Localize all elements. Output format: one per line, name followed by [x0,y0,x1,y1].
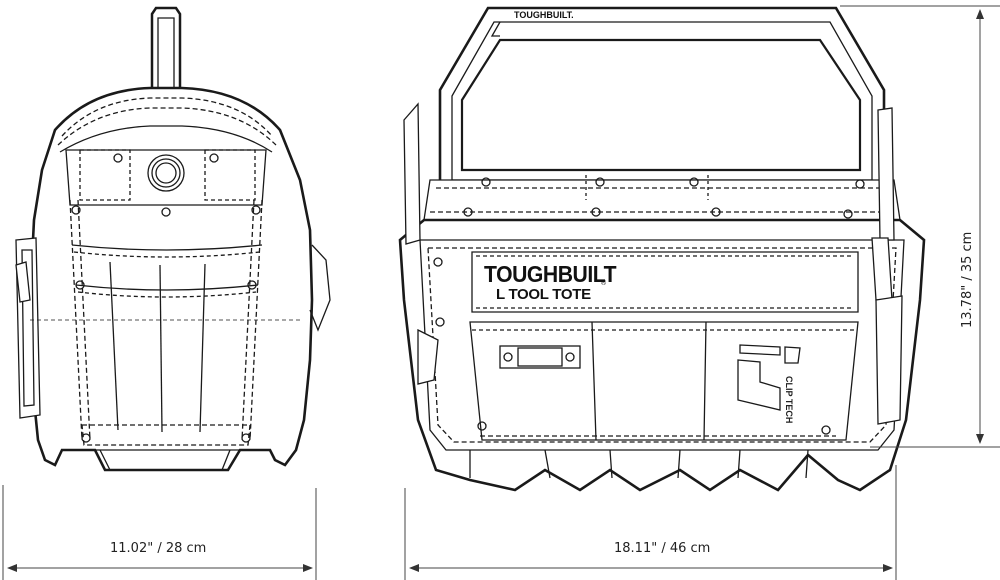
depth-dimension-label: 11.02" / 28 cm [110,541,207,556]
model-prefix-glyph: L [496,286,505,303]
handle-brand-label: TOUGHBUILT. [514,10,574,20]
front-view-drawing [398,6,926,492]
width-dimension-label: 18.11" / 46 cm [614,541,711,556]
registered-mark: ® [601,280,607,287]
clip-tech-label: CLIP TECH [784,376,794,424]
dimension-lines [2,5,1000,580]
side-view-drawing [15,6,331,472]
brand-logo: TOUGHBUILT [484,261,617,287]
model-label: L TOOL TOTE [496,286,591,303]
height-dimension-label: 13.78" / 35 cm [960,231,975,328]
model-name: TOOL TOTE [508,286,591,303]
